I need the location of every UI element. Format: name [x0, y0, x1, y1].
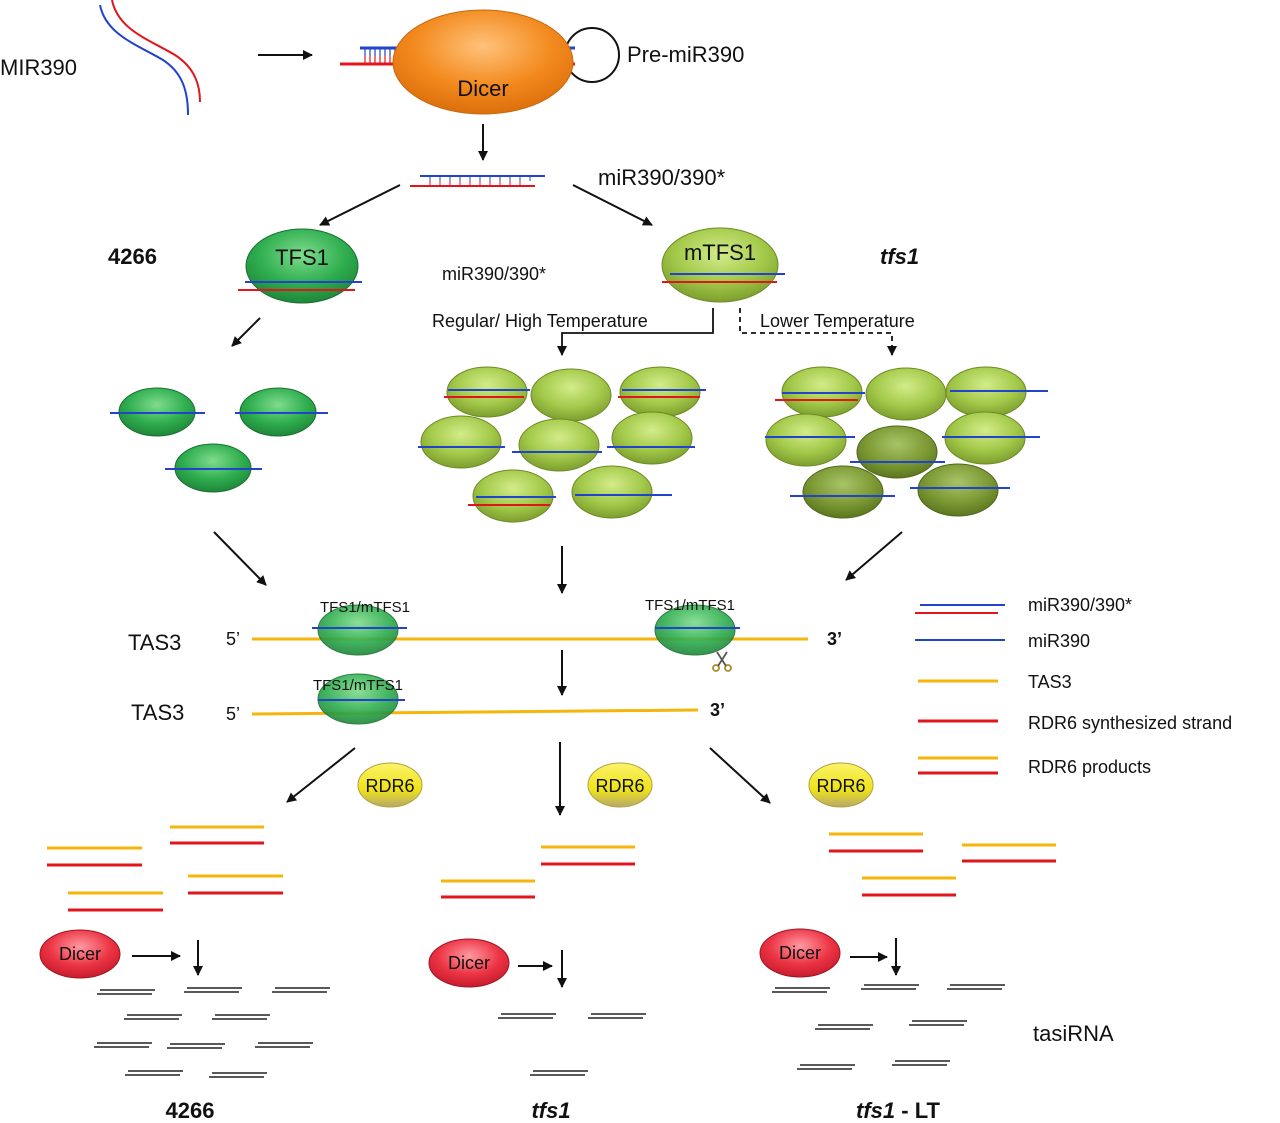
pre-mir390-loop [564, 27, 620, 83]
mtfs1-protein-label: mTFS1 [684, 240, 756, 265]
tfs1-protein [245, 228, 359, 304]
bottom-label-tfs1-lt-italic: tfs1 [856, 1098, 895, 1123]
duplex-top-label: miR390/390* [598, 165, 726, 190]
arrow-duplex-to-tfs1 [319, 184, 401, 226]
legend-label-tas3: TAS3 [1028, 672, 1072, 692]
rdr6-enzyme-2 [587, 762, 653, 808]
arrow-duplex-to-mtfs1 [572, 184, 653, 226]
three-prime-label-2: 3’ [710, 700, 725, 720]
tfs1-protein-label: TFS1 [275, 245, 329, 270]
dicer-enzyme-bottom-2 [428, 938, 510, 988]
dicer-bottom-label-3: Dicer [779, 943, 821, 963]
complex-label-2: TFS1/mTFS1 [645, 597, 735, 614]
legend-swatch-rdr6-products [918, 756, 998, 775]
tas3-label-1: TAS3 [128, 630, 181, 655]
bottom-label-tfs1: tfs1 [531, 1098, 570, 1123]
dicer-bottom-label-2: Dicer [448, 953, 490, 973]
tas3-label-2: TAS3 [131, 700, 184, 725]
legend-label-mir390: miR390 [1028, 631, 1090, 651]
arrow-tfs1-down [231, 317, 261, 347]
rdr6-enzyme-3 [808, 762, 874, 808]
arrow-wt-to-tas3 [213, 531, 267, 586]
arrow-to-wt-products [286, 747, 356, 803]
scissors-icon [712, 651, 732, 672]
tfs1-mutant-label: tfs1 [880, 244, 919, 269]
dicer-bottom-label-1: Dicer [59, 944, 101, 964]
duplex-mid-label: miR390/390* [442, 264, 546, 284]
legend-label-rdr6-products: RDR6 products [1028, 757, 1151, 777]
bottom-label-4266: 4266 [166, 1098, 215, 1123]
rdr6-label-3: RDR6 [816, 776, 865, 796]
dicer-top-label: Dicer [457, 76, 508, 101]
dicer-enzyme-bottom-3 [759, 928, 841, 978]
bottom-label-tfs1-lt-suffix: - LT [895, 1098, 940, 1123]
regular-high-temperature-label: Regular/ High Temperature [432, 311, 648, 331]
five-prime-label-1: 5’ [226, 629, 240, 649]
tasirna-fragments-tfs1 [498, 1013, 646, 1076]
dicer-enzyme-bottom-1 [39, 929, 121, 979]
three-prime-label-1: 3’ [827, 629, 842, 649]
legend-swatch-duplex [915, 604, 1005, 614]
mtfs1-bound-duplex [662, 273, 785, 283]
rdr6-products-tfs1 [441, 845, 635, 899]
complex-label-1: TFS1/mTFS1 [320, 599, 410, 616]
lower-temp-mtfs1-cluster [765, 366, 1048, 519]
lower-temperature-label: Lower Temperature [760, 311, 915, 331]
rdr6-products-tfs1lt [829, 832, 1056, 897]
arrow-lower-to-tas3 [845, 531, 903, 581]
pre-mir390-label: Pre-miR390 [627, 42, 744, 67]
regular-temp-mtfs1-cluster [418, 366, 706, 523]
rdr6-products-wt [47, 825, 283, 912]
wt-4266-label: 4266 [108, 244, 157, 269]
tasirna-label: tasiRNA [1033, 1021, 1114, 1046]
complex-protein-2 [654, 604, 736, 656]
legend-label-duplex: miR390/390* [1028, 595, 1132, 615]
mtfs1-protein [661, 227, 779, 303]
rdr6-label-2: RDR6 [595, 776, 644, 796]
tas3-transcript-2 [251, 708, 699, 716]
complex-protein-1 [317, 604, 399, 656]
rdr6-enzyme-1 [357, 762, 423, 808]
dicer-enzyme-top [392, 9, 574, 115]
tfs1-bound-duplex [238, 281, 362, 291]
lower-temp-bracket [739, 308, 897, 356]
arrow-to-tfs1lt-products [709, 747, 771, 804]
mir390-gene-blue-strand [99, 4, 189, 116]
complex-label-3: TFS1/mTFS1 [313, 677, 403, 694]
wt-tfs1-cluster [110, 387, 328, 493]
tasirna-fragments-tfs1lt [772, 984, 1005, 1070]
legend: miR390/390* miR390 TAS3 RDR6 synthesized… [915, 595, 1232, 777]
mir390-duplex-top [410, 175, 545, 187]
tasirna-fragments-wt [94, 987, 330, 1078]
regular-temp-bracket [557, 308, 714, 356]
bottom-label-tfs1-lt: tfs1 - LT [856, 1098, 940, 1123]
five-prime-label-2: 5’ [226, 704, 240, 724]
rdr6-label-1: RDR6 [365, 776, 414, 796]
mir390-gene-label: MIR390 [0, 55, 77, 80]
legend-label-rdr6-strand: RDR6 synthesized strand [1028, 713, 1232, 733]
mir390-gene-red-strand [111, 0, 201, 103]
